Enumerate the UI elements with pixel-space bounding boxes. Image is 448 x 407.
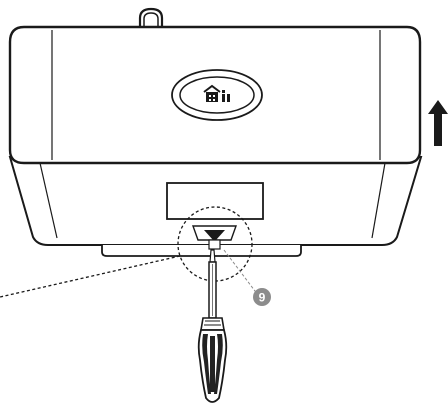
house-logo-icon: [203, 84, 230, 102]
callout-badge: 9: [253, 288, 271, 306]
up-arrow-icon: [428, 100, 448, 146]
callout-pointer: [223, 249, 259, 296]
leader-line: [0, 255, 181, 298]
top-knob: [138, 7, 164, 27]
detail-circle: [177, 206, 253, 282]
callout-number: 9: [259, 291, 266, 305]
screwdriver-icon: [197, 249, 228, 403]
screw-housing: [192, 225, 237, 250]
logo-badge: [171, 69, 263, 121]
bottom-slot: [166, 182, 264, 220]
mounting-bracket: [101, 245, 302, 257]
